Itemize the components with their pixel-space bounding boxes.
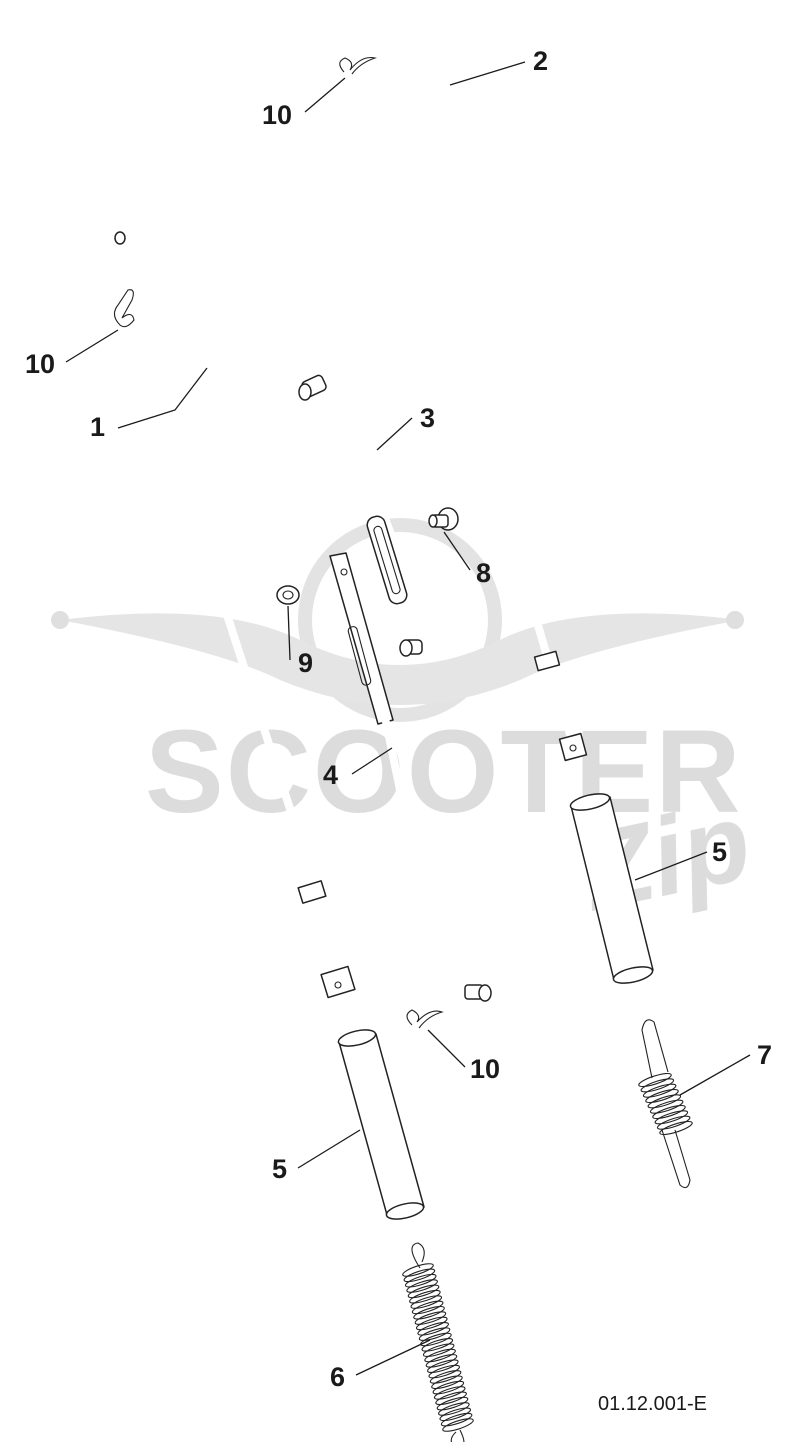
spring-coil xyxy=(428,1364,461,1379)
spring-coil xyxy=(413,1305,445,1320)
spring-coil xyxy=(659,1120,693,1136)
spring-coil xyxy=(403,1268,436,1283)
watermark: SCOOTER Zip xyxy=(51,518,761,935)
spring-coil xyxy=(647,1094,682,1109)
watermark-wings xyxy=(60,613,740,705)
spring-coil xyxy=(432,1380,465,1395)
part-5-tube-bottom xyxy=(337,1029,425,1220)
part-1-control-rod xyxy=(114,231,356,999)
callout-5-bottom: 5 xyxy=(272,1154,287,1184)
part-3-slotted-link xyxy=(298,371,424,657)
spring-coil xyxy=(642,1083,677,1098)
spring-coil xyxy=(439,1407,472,1422)
part-8-clevis-pin xyxy=(428,507,459,531)
spring-coil xyxy=(652,1104,686,1120)
part-10-hairpin-clip-bottom xyxy=(406,1009,444,1029)
leader-lines xyxy=(65,61,751,1376)
spring-coil xyxy=(424,1348,456,1363)
callout-6: 6 xyxy=(330,1362,345,1392)
spring-coil xyxy=(410,1295,443,1309)
callout-4: 4 xyxy=(323,760,338,790)
part-10-hairpin-clip-left xyxy=(113,289,135,328)
spring-coil xyxy=(422,1343,455,1357)
callout-5-right: 5 xyxy=(712,837,727,867)
watermark-ring xyxy=(298,518,502,722)
spring-coil xyxy=(438,1402,470,1416)
spring-coil xyxy=(420,1332,452,1347)
watermark-dot-right xyxy=(726,611,744,629)
spring-coil xyxy=(638,1072,672,1088)
drawing-code: 01.12.001-E xyxy=(598,1393,707,1415)
spring-coil xyxy=(425,1354,458,1368)
leader-10c xyxy=(427,1029,466,1068)
spring-coil xyxy=(435,1391,467,1406)
leader-10a xyxy=(304,77,346,113)
spring-coil xyxy=(436,1396,469,1411)
leader-6 xyxy=(355,1339,431,1376)
part-7-spring xyxy=(638,1019,693,1189)
callout-10-left: 10 xyxy=(25,349,55,379)
part-4-slotted-arm xyxy=(329,552,492,1002)
callout-8: 8 xyxy=(476,558,491,588)
spring-coil xyxy=(407,1284,440,1299)
leader-7 xyxy=(679,1054,751,1096)
spring-coil xyxy=(654,1110,689,1125)
spring-coil xyxy=(656,1115,691,1130)
callout-10-top: 10 xyxy=(262,100,292,130)
spring-coil xyxy=(429,1370,462,1384)
part-5-tube-right xyxy=(569,793,654,984)
spring-coil xyxy=(433,1386,466,1400)
spring-coil xyxy=(421,1338,454,1352)
spring-coil xyxy=(645,1088,679,1104)
leader-4 xyxy=(351,747,393,775)
spring-coil xyxy=(440,1412,473,1427)
leader-9 xyxy=(287,605,291,661)
part-6-coil-spring xyxy=(402,1242,474,1442)
callout-7: 7 xyxy=(757,1040,772,1070)
leader-8 xyxy=(443,531,471,571)
part-9-washer xyxy=(276,585,300,605)
callouts: 1 2 3 4 5 5 6 7 8 9 10 10 10 xyxy=(25,46,772,1392)
leader-3 xyxy=(376,417,413,451)
spring-coil xyxy=(411,1300,444,1315)
spring-coil xyxy=(402,1263,434,1277)
watermark-dot-left xyxy=(51,611,69,629)
spring-coil xyxy=(404,1273,437,1288)
part-10-hairpin-clip-top xyxy=(339,56,378,75)
spring-coil xyxy=(409,1289,441,1304)
spring-coil xyxy=(442,1418,474,1432)
callout-1: 1 xyxy=(90,412,105,442)
spring-coil xyxy=(418,1327,451,1341)
spring-coil xyxy=(427,1359,459,1373)
leader-5b xyxy=(297,1129,361,1169)
spring-coil xyxy=(431,1375,463,1390)
callout-10-bottom: 10 xyxy=(470,1054,500,1084)
leader-10b xyxy=(65,329,119,363)
callout-2: 2 xyxy=(533,46,548,76)
leader-1 xyxy=(117,367,208,429)
spring-coil xyxy=(640,1078,675,1093)
callout-9: 9 xyxy=(298,648,313,678)
spring-coil xyxy=(414,1311,447,1325)
leader-5a xyxy=(634,851,708,881)
spring-coil xyxy=(415,1316,448,1331)
spring-coil xyxy=(649,1099,684,1114)
spring-coil xyxy=(417,1322,449,1336)
callout-3: 3 xyxy=(420,403,435,433)
part-2-control-rod xyxy=(406,34,588,762)
leader-2 xyxy=(449,61,526,86)
spring-coil xyxy=(406,1279,438,1293)
watermark-brand: SCOOTER xyxy=(145,706,743,838)
